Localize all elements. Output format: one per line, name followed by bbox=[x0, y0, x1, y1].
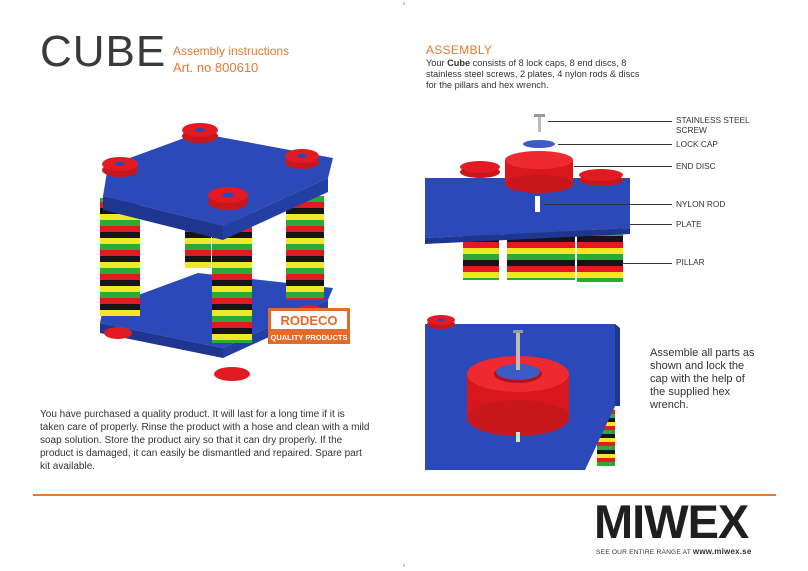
badge-brand: RODECO bbox=[280, 313, 337, 328]
closeup-illustration bbox=[425, 310, 620, 480]
tagline-text: SEE OUR ENTIRE RANGE AT bbox=[596, 549, 693, 556]
website-link[interactable]: www.miwex.se bbox=[692, 547, 752, 556]
label-nylon-rod: NYLON ROD bbox=[676, 199, 726, 209]
plate bbox=[425, 178, 630, 238]
intro-rest: consists of 8 lock caps, 8 end discs, 8 … bbox=[426, 58, 640, 90]
exploded-diagram bbox=[425, 114, 630, 282]
label-lock-cap: LOCK CAP bbox=[676, 139, 718, 149]
nylon-rod bbox=[535, 196, 540, 212]
divider bbox=[33, 494, 776, 496]
subtitle-block: Assembly instructions Art. no 800610 bbox=[173, 43, 289, 77]
top-plate bbox=[103, 133, 333, 226]
leader-plate bbox=[630, 224, 672, 225]
fold-mark-bottom bbox=[403, 564, 405, 567]
rodeco-badge: RODECO QUALITY PRODUCTS bbox=[268, 308, 350, 344]
label-end-disc: END DISC bbox=[676, 161, 716, 171]
top-caps bbox=[102, 123, 319, 210]
closeup-screw bbox=[516, 332, 520, 370]
leader-screw bbox=[548, 121, 672, 122]
article-number: Art. no 800610 bbox=[173, 60, 259, 76]
leader-lock-cap bbox=[558, 144, 672, 145]
assembly-instruction: Assemble all parts as shown and lock the… bbox=[650, 347, 755, 411]
subtitle: Assembly instructions bbox=[173, 44, 290, 58]
product-description: You have purchased a quality product. It… bbox=[40, 409, 370, 472]
screw bbox=[538, 116, 541, 132]
assembly-intro: Your Cube consists of 8 lock caps, 8 end… bbox=[426, 58, 651, 91]
leader-pillar bbox=[622, 263, 672, 264]
fold-mark-top bbox=[403, 2, 405, 5]
cube-illustration: RODECO QUALITY PRODUCTS bbox=[100, 123, 350, 381]
badge-line: QUALITY PRODUCTS bbox=[271, 333, 348, 342]
pillar-right bbox=[286, 196, 324, 300]
leader-end-disc bbox=[574, 166, 672, 167]
miwex-logo: MIWEX bbox=[594, 495, 749, 548]
pillar-left bbox=[100, 198, 140, 316]
lock-cap bbox=[523, 140, 555, 148]
tagline: SEE OUR ENTIRE RANGE AT www.miwex.se bbox=[596, 547, 751, 556]
label-screw: STAINLESS STEEL SCREW bbox=[676, 115, 750, 135]
leader-nylon-rod bbox=[544, 204, 672, 205]
product-name: Cube bbox=[447, 58, 471, 68]
assembly-heading: ASSEMBLY bbox=[426, 43, 493, 57]
label-pillar: PILLAR bbox=[676, 257, 705, 267]
closeup-lock-cap bbox=[496, 364, 540, 380]
label-plate: PLATE bbox=[676, 219, 702, 229]
intro-prefix: Your bbox=[426, 58, 448, 68]
page-title: CUBE bbox=[40, 27, 167, 76]
